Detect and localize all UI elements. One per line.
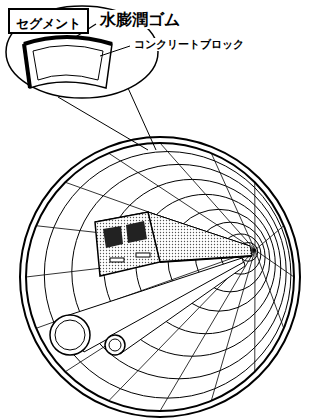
box-title: セグメント <box>16 16 81 32</box>
material-label: 水膨潤ゴム <box>98 10 182 29</box>
segment-title-box: セグメント <box>8 8 89 34</box>
segment-joint <box>109 250 255 401</box>
callout-line <box>58 97 148 150</box>
train <box>95 212 252 276</box>
tunnel-outer-ring <box>20 137 300 417</box>
segment-piece <box>24 37 112 88</box>
pipes <box>50 258 245 355</box>
tunnel-inner-ring <box>26 143 294 411</box>
segment-joint <box>255 250 284 328</box>
segment-ring <box>44 152 291 399</box>
segment-joint <box>255 250 294 277</box>
leader-line <box>100 46 130 56</box>
callout-line <box>128 88 156 150</box>
material-label: コンクリートブロック <box>132 38 246 51</box>
segment-joint <box>254 250 255 372</box>
segment-joint <box>254 182 255 250</box>
segment-joint <box>255 226 284 250</box>
